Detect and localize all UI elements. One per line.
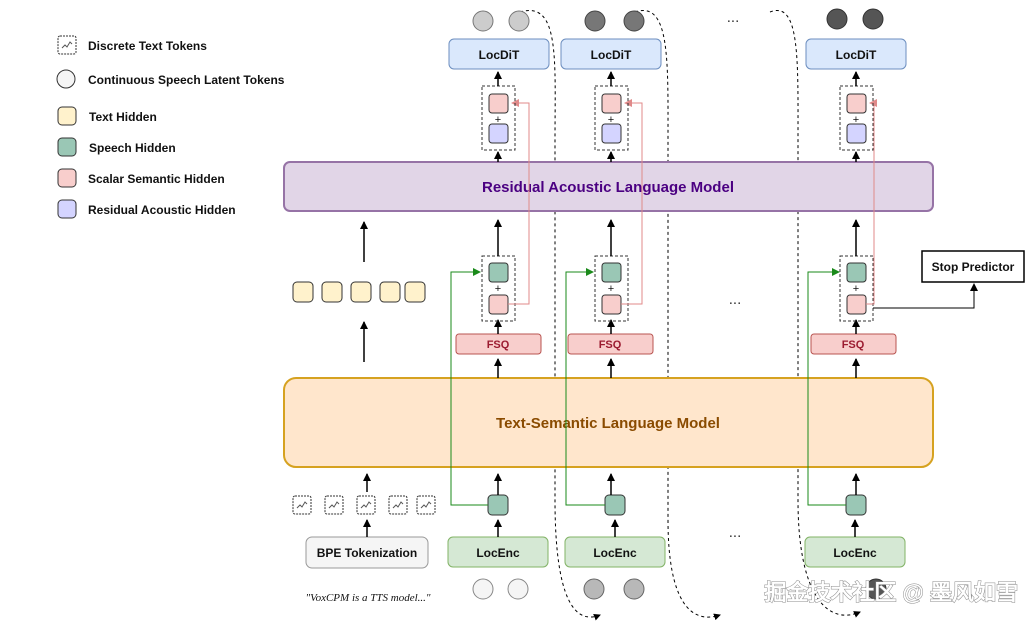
text-input-path: "VoxCPM is a TTS model..." BPE Tokenizat… <box>292 221 436 604</box>
autoregressive-dashed-paths <box>519 10 861 621</box>
legend-scalar-semantic-hidden: Scalar Semantic Hidden <box>57 168 225 188</box>
stop-predictor-label: Stop Predictor <box>932 260 1015 274</box>
plus-nb: + <box>853 114 859 126</box>
input-text: "VoxCPM is a TTS model..." <box>305 592 430 604</box>
ellipsis-top: ... <box>727 9 740 26</box>
legend-text-hidden-label: Text Hidden <box>89 110 157 124</box>
locenc-n-label: LocEnc <box>833 546 877 560</box>
plus-na: + <box>853 283 859 295</box>
stop-predictor: Stop Predictor <box>921 250 1025 283</box>
fsq-n-label: FSQ <box>842 339 865 351</box>
locenc-1-label: LocEnc <box>476 546 520 560</box>
text-hidden-row <box>292 281 426 303</box>
stage-1: LocEnc FSQ + + LocDiT <box>447 10 550 600</box>
watermark: 掘金技术社区 @ 墨风如雪 <box>764 580 1018 605</box>
stage-2: LocEnc FSQ + + LocDiT <box>560 10 666 600</box>
legend-residual-acoustic-hidden: Residual Acoustic Hidden <box>57 199 236 219</box>
text-semantic-language-model: Text-Semantic Language Model <box>283 377 934 468</box>
plus-1b: + <box>495 114 501 126</box>
legend-speech-hidden: Speech Hidden <box>57 137 176 157</box>
legend-discrete-text-tokens-label: Discrete Text Tokens <box>88 39 207 53</box>
stage-n: LocEnc FSQ + + LocDiT <box>804 8 978 600</box>
ellipsis-bottom: ... <box>729 524 742 541</box>
locdit-2-label: LocDiT <box>591 48 632 62</box>
legend-speech-hidden-label: Speech Hidden <box>89 141 176 155</box>
residual-acoustic-language-model: Residual Acoustic Language Model <box>283 161 934 212</box>
tslm-title: Text-Semantic Language Model <box>496 415 720 432</box>
legend-residual-acoustic-label: Residual Acoustic Hidden <box>88 203 236 217</box>
legend-text-hidden: Text Hidden <box>57 106 157 126</box>
fsq-1-label: FSQ <box>487 339 510 351</box>
legend-continuous-speech-latent-label: Continuous Speech Latent Tokens <box>88 73 285 87</box>
legend-discrete-text-tokens: Discrete Text Tokens <box>57 35 207 55</box>
legend-scalar-semantic-label: Scalar Semantic Hidden <box>88 172 225 186</box>
legend: Discrete Text Tokens Continuous Speech L… <box>56 35 285 219</box>
locdit-n-label: LocDiT <box>836 48 877 62</box>
bpe-tokenization-label: BPE Tokenization <box>317 546 417 560</box>
discrete-text-token-row <box>292 495 436 515</box>
ellipsis-middle: ... <box>729 291 742 308</box>
plus-2a: + <box>608 283 614 295</box>
plus-2b: + <box>608 114 614 126</box>
ralm-title: Residual Acoustic Language Model <box>482 179 734 196</box>
locdit-1-label: LocDiT <box>479 48 520 62</box>
locenc-2-label: LocEnc <box>593 546 637 560</box>
legend-continuous-speech-latent-tokens: Continuous Speech Latent Tokens <box>56 69 285 89</box>
plus-1a: + <box>495 283 501 295</box>
fsq-2-label: FSQ <box>599 339 622 351</box>
